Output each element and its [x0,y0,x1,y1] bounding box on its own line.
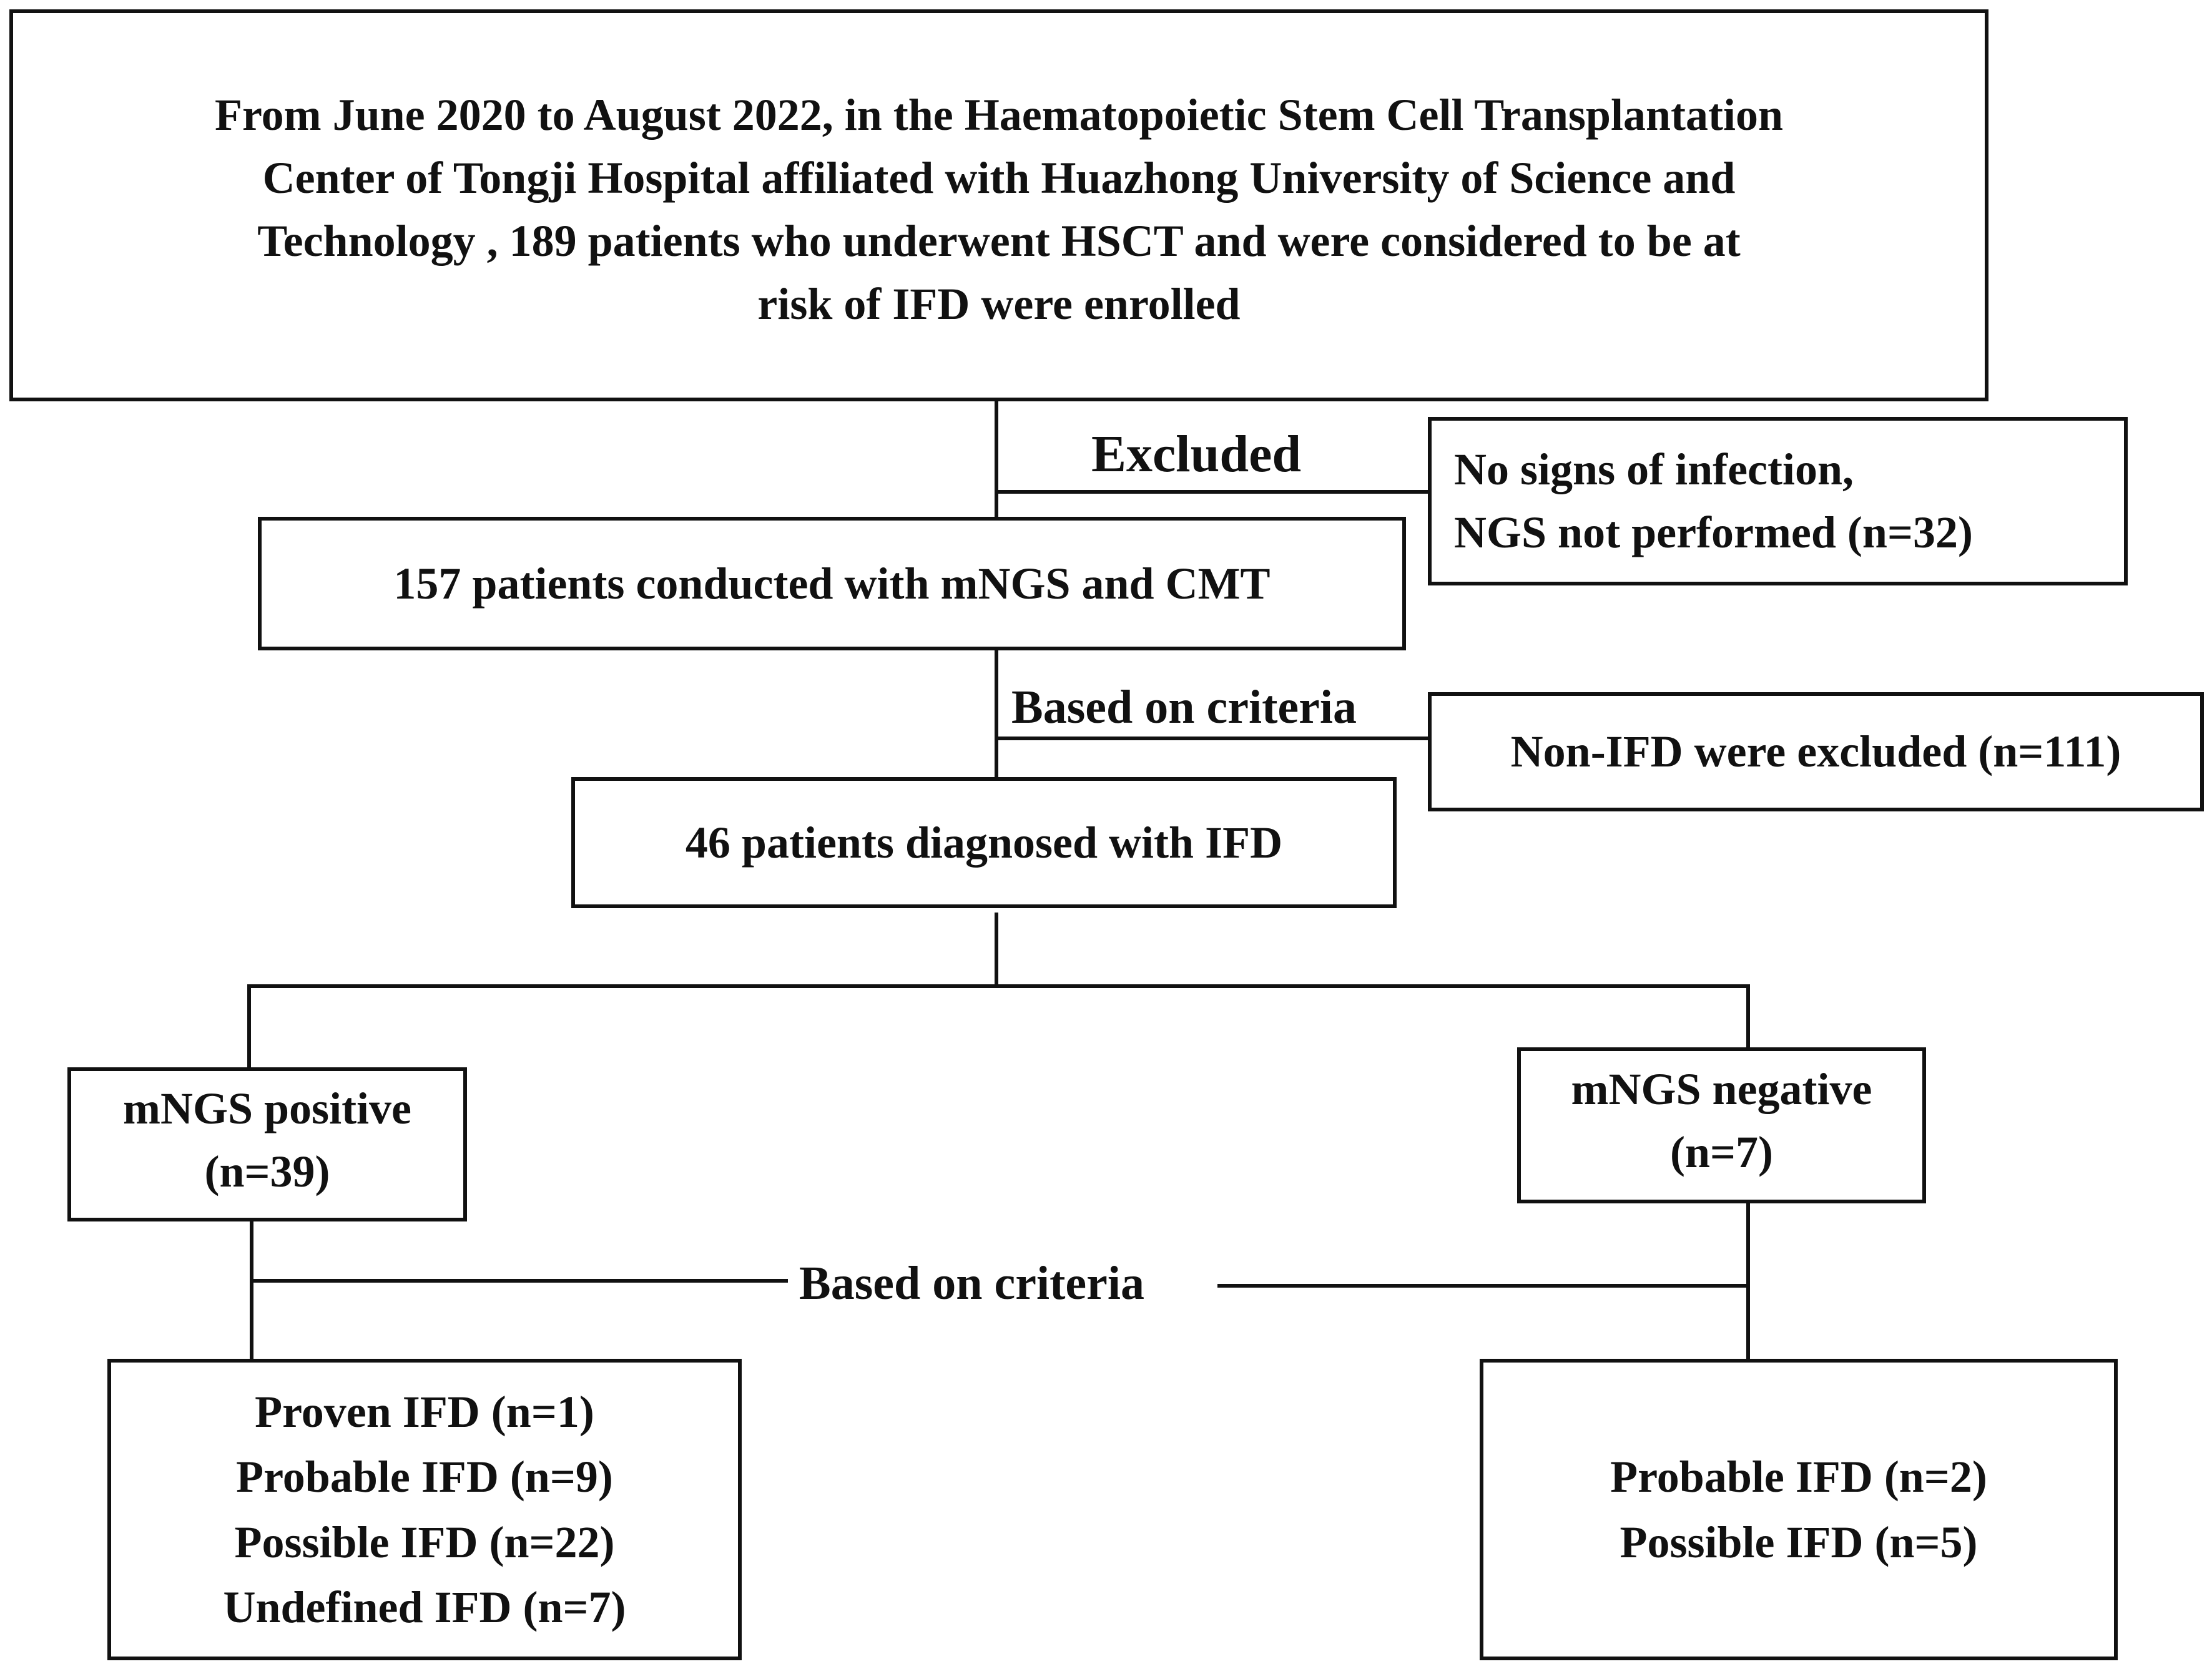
mngs-cmt-box: 157 patients conducted with mNGS and CMT [258,517,1406,650]
based-on-criteria-top-label: Based on criteria [1011,681,1357,733]
diagnosed-ifd-box: 46 patients diagnosed with IFD [571,777,1397,908]
non-ifd-excluded-box: Non-IFD were excluded (n=111) [1428,692,2204,811]
mngs-positive-title: mNGS positive [122,1083,412,1133]
excluded-line-1: No signs of infection, [1454,444,1854,495]
enrollment-line-4: risk of IFD were enrolled [757,278,1241,329]
mngs-negative-count: (n=7) [1669,1127,1774,1177]
positive-possible: Possible IFD (n=22) [234,1517,615,1567]
based-on-criteria-bottom-label: Based on criteria [794,1260,1150,1307]
mngs-negative-title: mNGS negative [1571,1064,1872,1115]
non-ifd-text: Non-IFD were excluded (n=111) [1510,727,2121,777]
mngs-positive-count: (n=39) [204,1146,330,1197]
excluded-no-infection-box: No signs of infection, NGS not performed… [1428,417,2128,585]
enrollment-line-3: Technology , 189 patients who underwent … [257,216,1741,266]
positive-breakdown-box: Proven IFD (n=1) Probable IFD (n=9) Poss… [107,1359,742,1660]
positive-proven: Proven IFD (n=1) [255,1386,594,1437]
negative-probable: Probable IFD (n=2) [1610,1452,1987,1502]
excluded-label: Excluded [1091,425,1302,483]
positive-probable: Probable IFD (n=9) [236,1452,613,1502]
negative-breakdown-box: Probable IFD (n=2) Possible IFD (n=5) [1480,1359,2118,1660]
mngs-negative-box: mNGS negative (n=7) [1517,1047,1926,1203]
enrollment-line-2: Center of Tongji Hospital affiliated wit… [262,153,1736,203]
enrollment-line-1: From June 2020 to August 2022, in the Ha… [214,90,1784,140]
negative-possible: Possible IFD (n=5) [1620,1517,1978,1567]
enrollment-box: From June 2020 to August 2022, in the Ha… [9,9,1988,401]
diagnosed-ifd-text: 46 patients diagnosed with IFD [685,817,1283,868]
excluded-line-2: NGS not performed (n=32) [1454,507,1973,557]
mngs-cmt-text: 157 patients conducted with mNGS and CMT [393,558,1271,609]
positive-undefined: Undefined IFD (n=7) [223,1582,626,1632]
mngs-positive-box: mNGS positive (n=39) [67,1067,467,1221]
